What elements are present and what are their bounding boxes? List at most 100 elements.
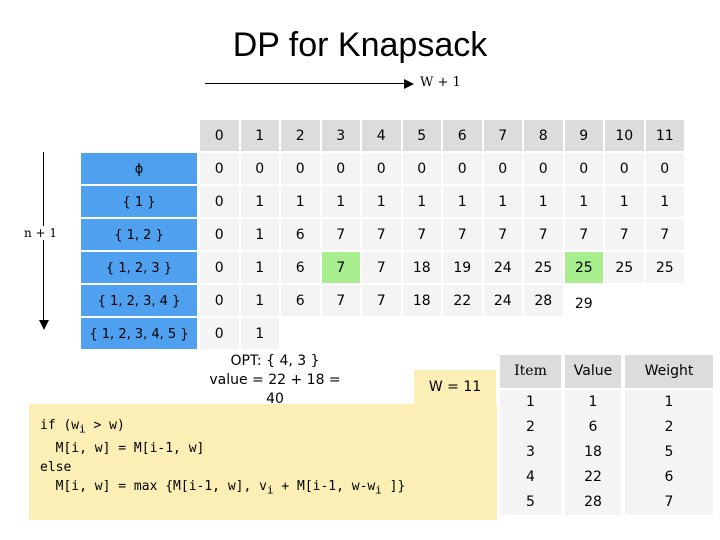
n-label: n + 1: [24, 226, 58, 240]
arrow-line: [205, 83, 412, 84]
table-cell: 7: [321, 285, 362, 318]
table-cell: 18: [402, 285, 443, 318]
table-cell: 1: [240, 252, 281, 285]
table-cell: 1: [281, 186, 322, 219]
table-cell: 0: [564, 153, 605, 186]
table-cell: 7: [362, 219, 403, 252]
arrow-right-icon: [404, 79, 414, 89]
arrow-down-icon: [39, 320, 49, 330]
n-arrow: n + 1: [24, 152, 62, 332]
items-cell: 1: [625, 390, 715, 415]
table-cell: 7: [402, 219, 443, 252]
items-cell: 1: [565, 390, 623, 415]
table-cell: 7: [443, 219, 484, 252]
code-line-2: M[i, w] = M[i-1, w]: [40, 440, 205, 456]
table-cell: 1: [240, 318, 281, 351]
table-cell: 6: [281, 285, 322, 318]
table-cell: 1: [240, 186, 281, 219]
table-cell: 7: [483, 219, 524, 252]
items-cell: 22: [565, 465, 623, 490]
items-cell: 6: [625, 465, 715, 490]
row-label: { 1, 2, 3, 4 }: [81, 285, 199, 318]
table-cell: 7: [362, 285, 403, 318]
row-label: { 1, 2 }: [81, 219, 199, 252]
items-column-header: Weight: [625, 355, 715, 388]
column-header: 2: [281, 120, 322, 153]
table-cell: 25: [645, 252, 686, 285]
table-cell: 0: [645, 153, 686, 186]
table-cell: 1: [524, 186, 565, 219]
row-label: ϕ: [81, 153, 199, 186]
opt-value: value = 22 + 18 = 40: [209, 372, 341, 407]
table-cell: 24: [483, 252, 524, 285]
column-header: 9: [564, 120, 605, 153]
code-line-3: else: [40, 459, 72, 475]
row-label: { 1, 2, 3, 4, 5 }: [81, 318, 199, 351]
capacity-box: W = 11: [414, 370, 496, 404]
table-cell: 7: [321, 252, 362, 285]
table-cell: 7: [605, 219, 646, 252]
opt-text: OPT: { 4, 3 } value = 22 + 18 = 40: [200, 352, 350, 409]
table-cell: 0: [321, 153, 362, 186]
w-arrow: W + 1: [205, 74, 475, 92]
table-cell: 7: [645, 219, 686, 252]
items-cell: 1: [500, 390, 563, 415]
row-label: { 1, 2, 3 }: [81, 252, 199, 285]
table-cell: 0: [240, 153, 281, 186]
table-cell: 0: [605, 153, 646, 186]
table-cell: 1: [402, 186, 443, 219]
items-cell: 28: [565, 490, 623, 515]
table-cell: 0: [200, 153, 241, 186]
table-cell: 24: [483, 285, 524, 318]
items-column-header: Value: [565, 355, 623, 388]
w-label: W + 1: [420, 75, 461, 90]
table-cell: 29: [564, 288, 605, 321]
table-cell: 25: [605, 252, 646, 285]
table-cell: 1: [362, 186, 403, 219]
page-title: DP for Knapsack: [232, 26, 488, 64]
table-cell: 1: [443, 186, 484, 219]
items-cell: 5: [500, 490, 563, 515]
table-cell: 18: [402, 252, 443, 285]
table-cell: 28: [524, 285, 565, 318]
items-cell: 6: [565, 415, 623, 440]
table-cell: 25: [564, 252, 605, 285]
table-cell: 19: [443, 252, 484, 285]
column-header: 11: [645, 120, 686, 153]
items-cell: 2: [500, 415, 563, 440]
table-cell: 1: [240, 219, 281, 252]
code-line-4: M[i, w] = max {M[i-1, w], vi + M[i-1, w-…: [40, 478, 406, 497]
table-cell: 1: [321, 186, 362, 219]
table-cell: 7: [524, 219, 565, 252]
column-header: 6: [443, 120, 484, 153]
table-cell: 0: [200, 252, 241, 285]
column-header: 1: [240, 120, 281, 153]
table-cell: 1: [240, 285, 281, 318]
table-cell: 0: [200, 186, 241, 219]
column-header: 4: [362, 120, 403, 153]
table-cell: 0: [281, 153, 322, 186]
column-header: 8: [524, 120, 565, 153]
row-label: { 1 }: [81, 186, 199, 219]
table-cell: 7: [362, 252, 403, 285]
code-line-1: if (wi > w): [40, 418, 125, 436]
column-header: 0: [200, 120, 241, 153]
items-cell: 2: [625, 415, 715, 440]
table-cell: 0: [200, 219, 241, 252]
table-cell: 25: [524, 252, 565, 285]
table-cell: 1: [564, 186, 605, 219]
items-cell: 3: [500, 440, 563, 465]
table-cell: 0: [443, 153, 484, 186]
items-cell: 18: [565, 440, 623, 465]
table-cell: 1: [645, 186, 686, 219]
table-cell: 0: [200, 285, 241, 318]
table-cell: 0: [524, 153, 565, 186]
items-cell: 4: [500, 465, 563, 490]
table-cell: 0: [362, 153, 403, 186]
items-cell: 5: [625, 440, 715, 465]
table-cell: 6: [281, 252, 322, 285]
table-cell: 7: [321, 219, 362, 252]
column-header: 10: [605, 120, 646, 153]
table-cell: 7: [564, 219, 605, 252]
column-header: 7: [483, 120, 524, 153]
